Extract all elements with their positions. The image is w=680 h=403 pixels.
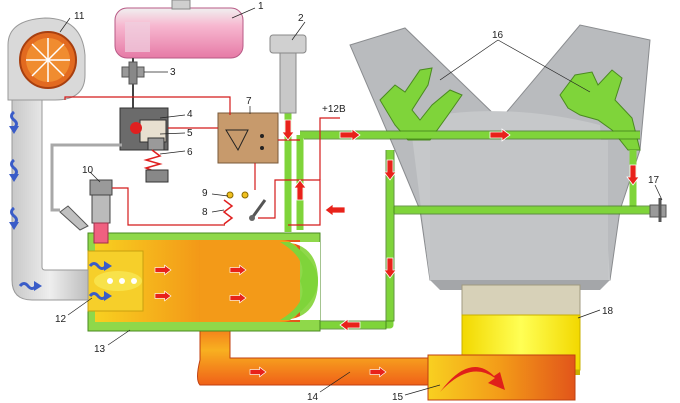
control-relay xyxy=(217,112,279,164)
fuel-pump xyxy=(119,107,169,183)
leader-lines xyxy=(59,7,663,396)
label-6: 6 xyxy=(187,147,193,158)
fuel-valve xyxy=(121,61,145,85)
label-13: 13 xyxy=(94,344,106,355)
fan-blower xyxy=(7,17,86,101)
label-4: 4 xyxy=(187,109,193,120)
label-15: 15 xyxy=(392,392,404,403)
label-3: 3 xyxy=(170,67,176,78)
label-18: 18 xyxy=(602,306,614,317)
label-16: 16 xyxy=(492,30,504,41)
label-1: 1 xyxy=(258,1,264,12)
label-7: 7 xyxy=(246,96,252,107)
callout-labels: 1 2 3 4 5 6 7 8 9 10 11 12 13 14 15 16 1… xyxy=(55,1,660,403)
label-9: 9 xyxy=(202,188,208,199)
label-10: 10 xyxy=(82,165,94,176)
head-coolant-passages xyxy=(379,67,641,151)
switch-fuse xyxy=(222,191,267,225)
exhaust-pipe xyxy=(197,314,576,401)
label-14: 14 xyxy=(307,392,319,403)
label-12: 12 xyxy=(55,314,67,325)
fuel-tank xyxy=(114,0,244,130)
engine-block xyxy=(349,24,651,290)
coolant-tube xyxy=(269,34,307,114)
label-11: 11 xyxy=(74,11,85,22)
voltage-label: +12В xyxy=(322,104,346,115)
wiring xyxy=(64,96,340,226)
glow-plug xyxy=(59,179,113,244)
label-2: 2 xyxy=(298,13,304,24)
label-8: 8 xyxy=(202,207,208,218)
label-17: 17 xyxy=(648,175,660,186)
label-5: 5 xyxy=(187,128,193,139)
heater-body xyxy=(87,232,321,332)
air-duct xyxy=(11,69,89,301)
fuel-line xyxy=(50,143,122,212)
drain-tap xyxy=(649,198,667,222)
